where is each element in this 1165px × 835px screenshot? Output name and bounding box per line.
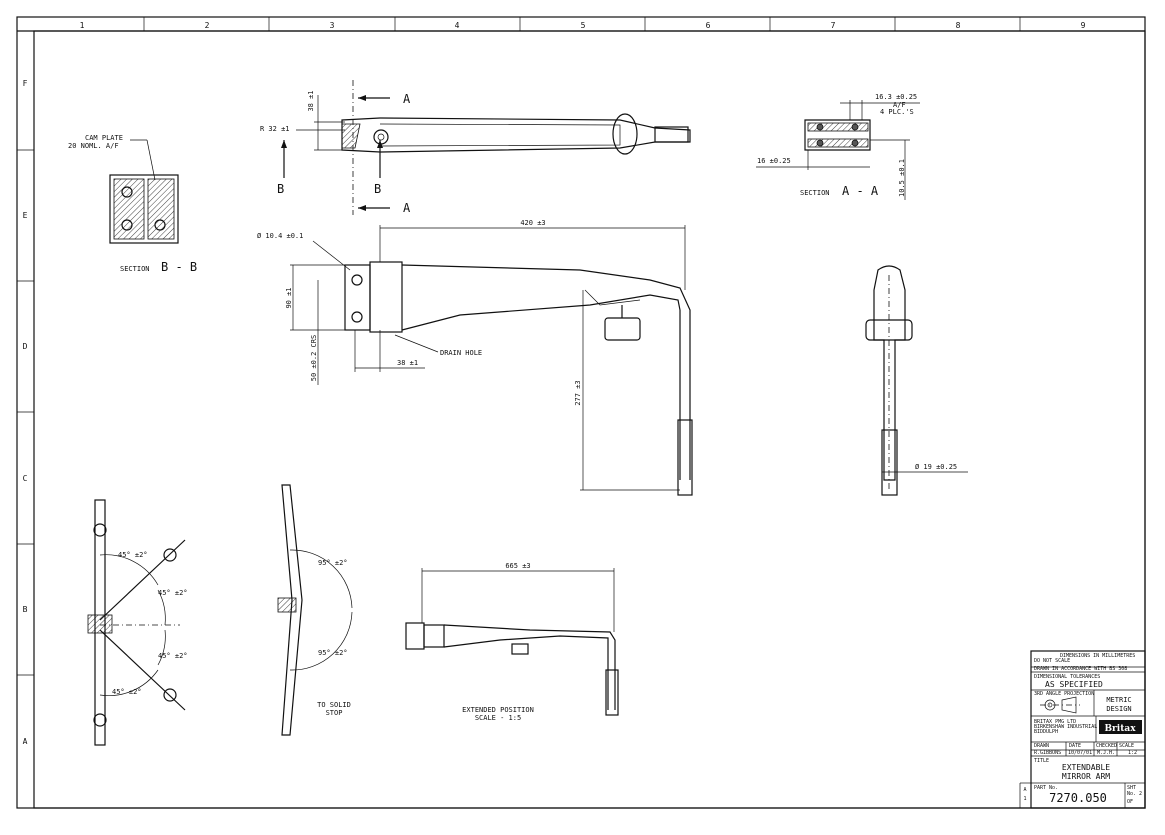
stop-note-1: TO SOLID [317, 701, 351, 709]
noml-label: 20 NOML. A/F [68, 142, 119, 150]
row-label: F [23, 79, 28, 88]
col-label: 8 [956, 21, 961, 30]
col-label: 3 [330, 21, 335, 30]
section-aa-title: SECTION [800, 189, 830, 197]
section-b-label-right: B [374, 182, 381, 196]
angle-view: 45° ±2° 45° ±2° 45° ±2° 45° ±2° [87, 499, 188, 746]
dim-277: 277 ±3 [574, 380, 582, 405]
tolerance-label: DIMENSIONAL TOLERANCES [1034, 674, 1100, 680]
angle-45-3: 45° ±2° [158, 652, 188, 660]
scale-value: 1:2 [1128, 750, 1137, 756]
angle-45-1: 45° ±2° [118, 551, 148, 559]
front-view: 420 ±3 Ø 10.4 ±0.1 90 ±1 50 ±0.2 CRS 38 … [257, 219, 693, 496]
projection-symbol-icon [1040, 696, 1080, 714]
issue-letter: A [1023, 787, 1026, 793]
section-bb-title: SECTION [120, 265, 150, 273]
column-labels: 1 2 3 4 5 6 7 8 9 [80, 21, 1086, 30]
do-not-scale: DO NOT SCALE [1034, 658, 1070, 664]
checked-label: CHECKED [1096, 743, 1117, 749]
dim-665: 665 ±3 [505, 562, 530, 570]
row-label: E [23, 211, 28, 220]
title-label: TITLE [1034, 758, 1049, 764]
part-number: 7270.050 [1049, 791, 1107, 805]
section-aa: 16.3 ±0.25 A/F 4 PLC.'S 16 ±0.25 10.5 ±0… [756, 93, 920, 200]
row-label: B [23, 605, 28, 614]
title-block: DIMENSIONS IN MILLIMETRES DO NOT SCALE D… [1019, 650, 1146, 809]
col-label: 4 [455, 21, 460, 30]
section-bb: CAM PLATE 20 NOML. A/F SECTION B - B [68, 134, 197, 274]
col-label: 5 [581, 21, 586, 30]
checked-value: M.J.H. [1097, 750, 1115, 756]
drawing-border [16, 16, 1146, 809]
drawing-title-2: MIRROR ARM [1062, 772, 1110, 781]
top-view: 38 ±1 A A R 32 ±1 B B [260, 80, 691, 215]
metric-1: METRIC [1106, 696, 1131, 704]
company-2: BIRKENSHAW INDUSTRIAL EST [1034, 724, 1109, 730]
col-label: 7 [831, 21, 836, 30]
issue-number: 1 [1023, 796, 1026, 802]
col-label: 1 [80, 21, 85, 30]
britax-logo: Britax [1099, 720, 1142, 734]
row-label: C [23, 474, 28, 483]
dia-10-4: Ø 10.4 ±0.1 [257, 232, 303, 240]
drawn-accordance: DRAWN IN ACCORDANCE WITH BS 308 [1034, 666, 1127, 672]
dim-420: 420 ±3 [520, 219, 545, 227]
col-label: 2 [205, 21, 210, 30]
drain-hole-label: DRAIN HOLE [440, 349, 482, 357]
logo-text: Britax [1104, 724, 1136, 734]
section-aa-letters: A - A [842, 184, 879, 198]
section-a-label-bottom: A [403, 201, 411, 215]
dim-90: 90 ±1 [285, 287, 293, 308]
side-view: Ø 19 ±0.25 [865, 265, 968, 496]
angle-45-2: 45° ±2° [158, 589, 188, 597]
dims-note: DIMENSIONS IN MILLIMETRES [1060, 653, 1135, 659]
af-note: A/F [893, 101, 906, 109]
section-a-label-top: A [403, 92, 411, 106]
company-3: BIDDULPH [1034, 729, 1058, 735]
row-labels: F E D C B A [23, 79, 28, 746]
extended-view: 665 ±3 EXTENDED POSITION SCALE - 1:5 [405, 562, 619, 722]
section-bb-letters: B - B [161, 260, 197, 274]
angle-95-2: 95° ±2° [318, 649, 348, 657]
scale-label: SCALE [1119, 743, 1134, 749]
cam-plate-label: CAM PLATE [85, 134, 123, 142]
tolerance-value: AS SPECIFIED [1045, 680, 1103, 689]
sheet-label: SHT [1127, 785, 1136, 791]
stop-view: 95° ±2° 95° ±2° TO SOLID STOP [277, 484, 353, 736]
dim-16-3: 16.3 ±0.25 [875, 93, 917, 101]
date-value: 10/07/01 [1068, 750, 1092, 756]
dim-10-5: 10.5 ±0.1 [898, 159, 906, 197]
dim-16: 16 ±0.25 [757, 157, 791, 165]
projection-label: 3RD ANGLE PROJECTION [1034, 691, 1094, 697]
radius-dim: R 32 ±1 [260, 125, 290, 133]
angle-95-1: 95° ±2° [318, 559, 348, 567]
dia-19: Ø 19 ±0.25 [915, 463, 957, 471]
angle-45-4: 45° ±2° [112, 688, 142, 696]
col-label: 6 [706, 21, 711, 30]
drawn-value: R.GIBBONS [1034, 750, 1061, 756]
sheet-of: OF [1127, 799, 1133, 805]
company-1: BRITAX PMG LTD [1034, 719, 1076, 725]
drawing-title-1: EXTENDABLE [1062, 763, 1110, 772]
sheet-number: No. 2 [1127, 791, 1142, 797]
plcs-note: 4 PLC.'S [880, 108, 914, 116]
dim-50: 50 ±0.2 CRS [310, 335, 318, 381]
row-label: A [23, 737, 28, 746]
col-label: 9 [1081, 21, 1086, 30]
section-b-label-left: B [277, 182, 284, 196]
date-label: DATE [1069, 743, 1081, 749]
extended-caption-2: SCALE - 1:5 [475, 714, 521, 722]
dim-38-front: 38 ±1 [397, 359, 418, 367]
stop-note-2: STOP [326, 709, 343, 717]
part-label: PART No. [1034, 785, 1058, 791]
row-label: D [23, 342, 28, 351]
metric-2: DESIGN [1106, 705, 1131, 713]
drawn-label: DRAWN [1034, 743, 1049, 749]
extended-caption-1: EXTENDED POSITION [462, 706, 534, 714]
dim-38-top: 38 ±1 [307, 90, 315, 111]
